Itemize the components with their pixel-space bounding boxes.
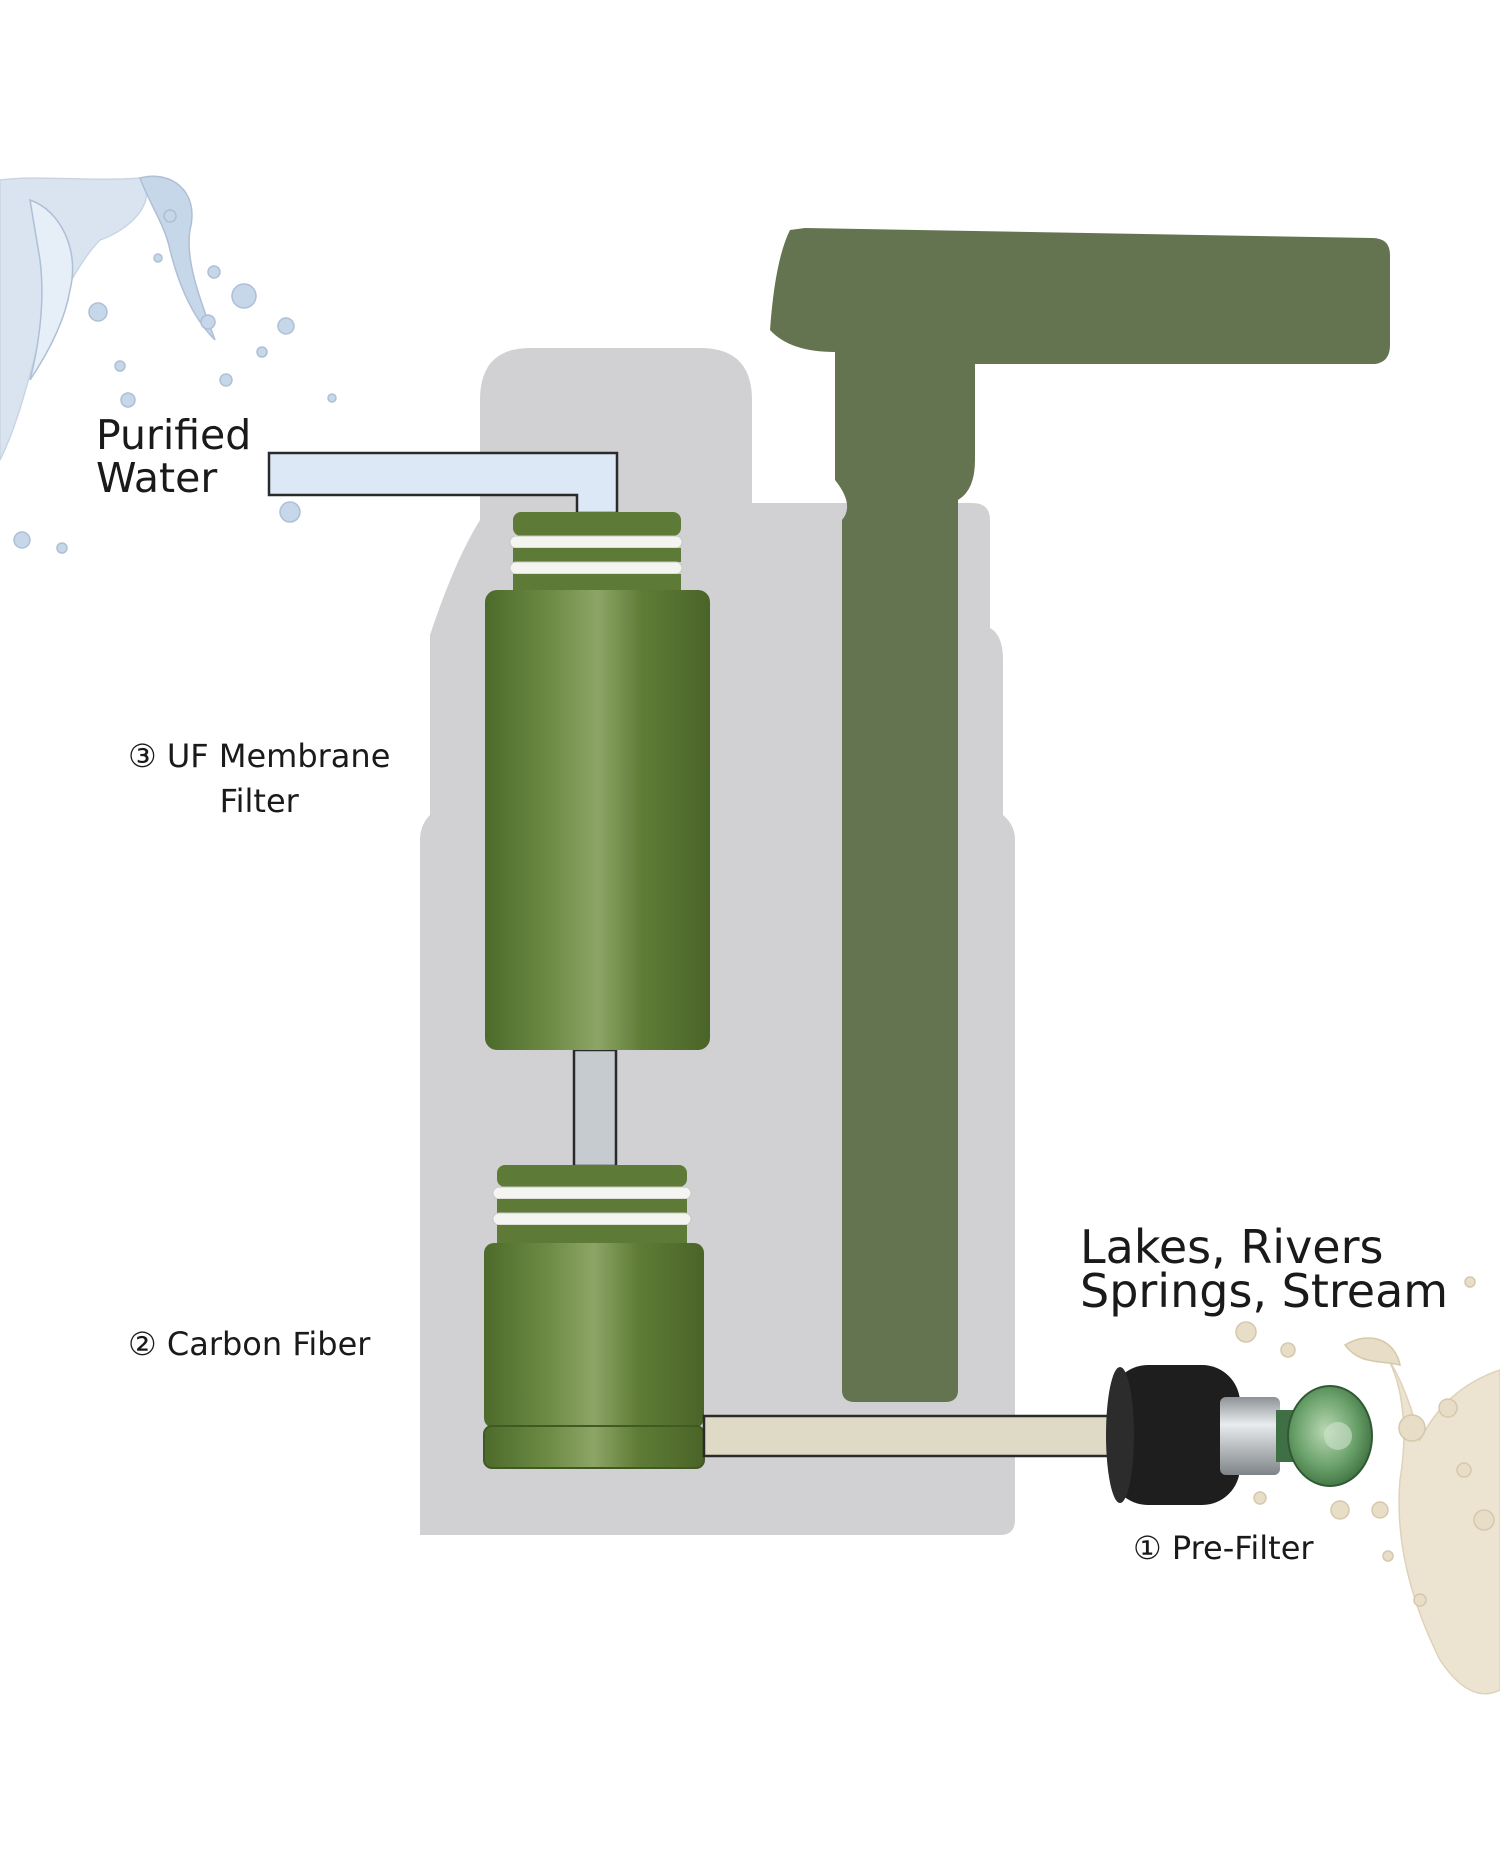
filter-connector-tube [572,1048,618,1168]
uf-membrane-label-line1: ③ UF Membrane [128,737,391,775]
inlet-tube [702,1414,1116,1458]
pump-handle [770,228,1390,1402]
purified-water-label-line1: Purified [96,411,252,459]
purified-water-label-line2: Water [96,454,218,503]
prefilter-label: ① Pre-Filter [1133,1529,1314,1567]
prefilter-sponge-icon [1106,1365,1373,1505]
purified-water-label: Purified Water [96,411,252,503]
water-splash-icon [0,175,337,554]
water-source-label-line2: Springs, Stream [1080,1263,1449,1318]
water-source-label: Lakes, Rivers Springs, Stream [1080,1220,1449,1318]
uf-membrane-label-line2: Filter [219,781,299,820]
carbon-fiber-filter [483,1165,705,1469]
uf-membrane-label: ③ UF Membrane Filter [128,734,390,824]
uf-membrane-filter [485,512,710,1050]
carbon-fiber-label: ② Carbon Fiber [128,1325,371,1363]
water-splash-icon [1235,1276,1500,1695]
water-source-label-line1: Lakes, Rivers [1080,1220,1384,1274]
